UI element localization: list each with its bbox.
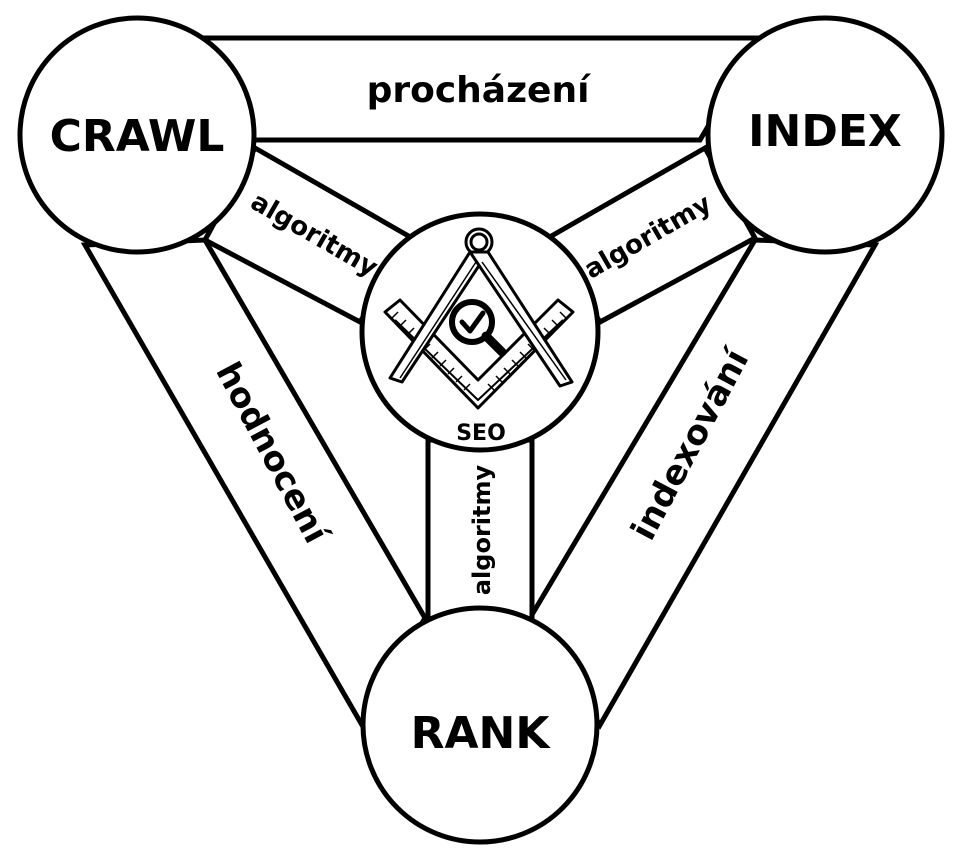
compass-icon [388,227,574,388]
outer-bands [80,35,880,730]
node-crawl: CRAWL [17,15,257,255]
node-label-index: INDEX [748,106,902,157]
node-label-crawl: CRAWL [50,111,225,162]
node-rank: RANK [360,605,600,845]
edge-label-crawl-index: procházení [367,70,592,111]
node-index: INDEX [705,15,945,255]
node-seo: SEO [359,211,601,453]
edge-label-rank-center: algoritmy [468,465,496,596]
magnifier-check-icon [449,299,507,357]
seo-label: SEO [456,421,506,446]
node-label-rank: RANK [411,708,552,759]
compass-square-magnifier-check-icon [383,227,575,410]
